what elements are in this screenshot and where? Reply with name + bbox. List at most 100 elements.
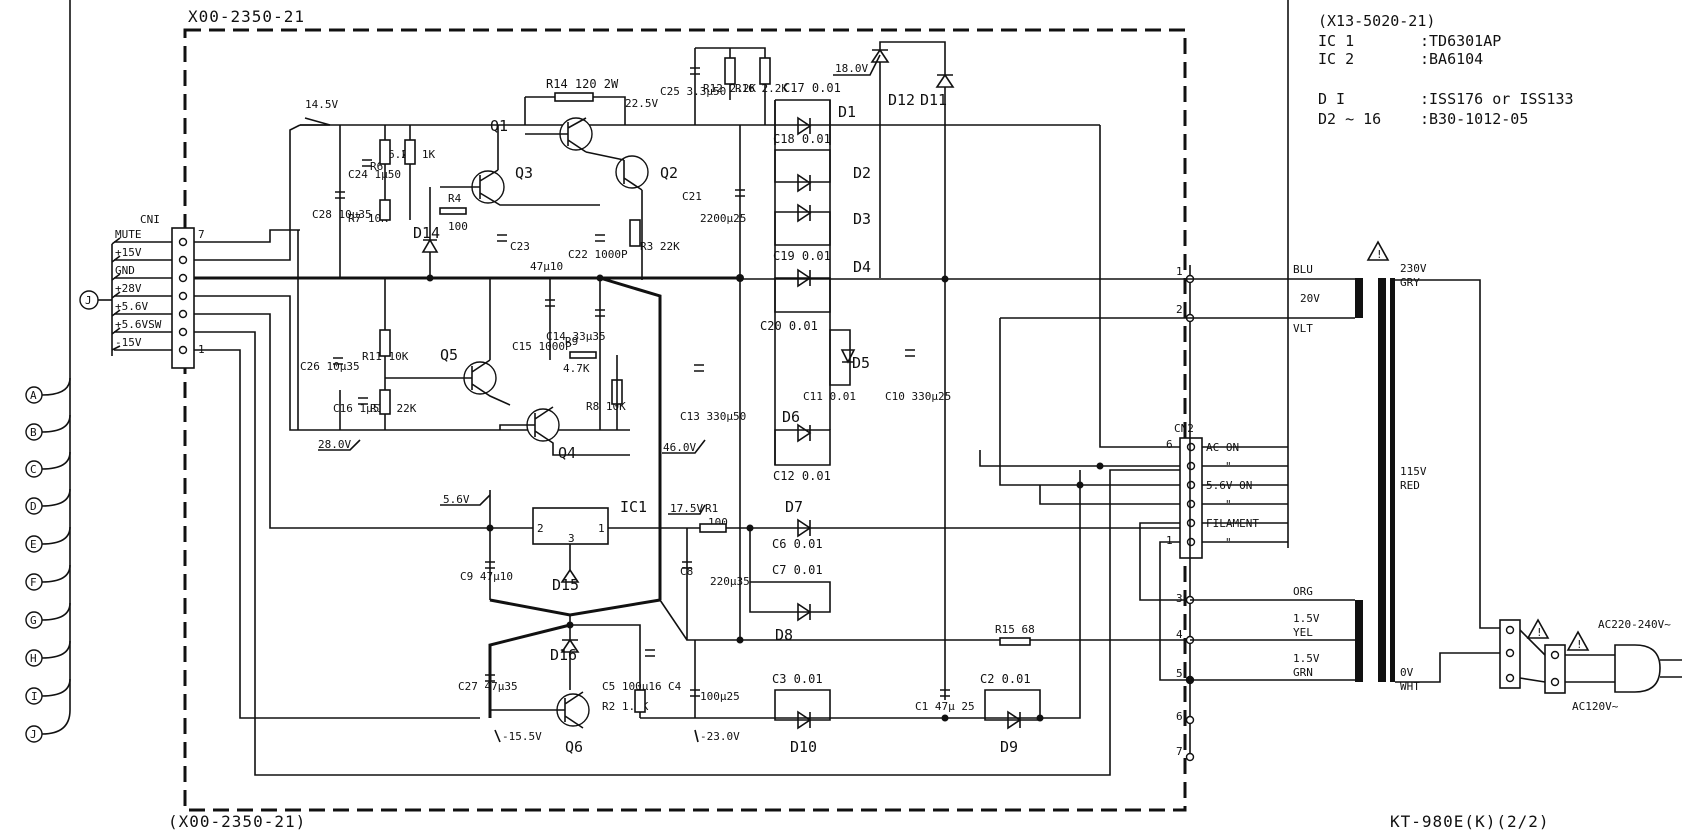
bus-terminal-h: H [25, 640, 71, 667]
junction-dot [1096, 462, 1104, 470]
cn2-pin [1186, 442, 1196, 452]
cn1-pin-top: 7 [198, 228, 205, 241]
plug-leads [1565, 654, 1615, 683]
component-label: R15 68 [995, 623, 1035, 636]
heavy-return [599, 276, 662, 600]
ic1-body [532, 507, 609, 545]
bus-tap [41, 377, 71, 396]
junction-dot [941, 275, 949, 283]
resistor-r7 [379, 199, 391, 221]
warning-mark: ! [1376, 248, 1383, 261]
component-label: 100 [448, 220, 468, 233]
test-point [662, 439, 706, 454]
r14-leads [524, 96, 626, 125]
cn2-label: CN2 [1174, 422, 1194, 435]
mains-high-label: AC220-240V~ [1598, 618, 1671, 631]
voltage-label: 14.5V [305, 98, 338, 111]
diode-label: D3 [853, 210, 871, 228]
bus-terminal-j: J [25, 709, 71, 743]
bus-terminal-d: D [25, 488, 71, 515]
power-transformer: BLU 20V VLT ORG 1.5V YEL 1.5V GRN 230V G… [1293, 240, 1500, 693]
component-label: C12 0.01 [773, 469, 831, 483]
plug-icon [1614, 644, 1661, 693]
voltage-label: 17.5V [670, 502, 703, 515]
primary-label: RED [1400, 479, 1420, 492]
transformer-pin: 3 [1176, 592, 1183, 605]
parts-note-ref: IC 1 [1318, 32, 1354, 50]
capacitor-c25 [690, 67, 700, 75]
bottom-rail [640, 470, 1081, 719]
cn1-pin [178, 345, 188, 355]
parts-note: (X13-5020-21) IC 1 :TD6301AP IC 2 :BA610… [1318, 12, 1574, 128]
resistor-r1 [699, 523, 727, 533]
warning-triangle [1366, 240, 1390, 261]
diode-ladder: C17 0.01 D1 C18 0.01 D2 D3 C19 0.01 D4 C… [740, 81, 1100, 483]
component-label: 4.7K [563, 362, 590, 375]
secondary-label: 20V [1300, 292, 1320, 305]
junction-dot [941, 714, 949, 722]
board-label-top: X00-2350-21 [188, 7, 305, 26]
component-label: C27 47μ35 [458, 680, 518, 693]
voltage-label: -23.0V [700, 730, 740, 743]
resistor-r3 [629, 219, 641, 247]
bus-terminal-f: F [25, 564, 71, 591]
resistor-r12 [724, 57, 736, 85]
component-label: C10 330μ25 [885, 390, 951, 403]
diode-d4 [797, 268, 812, 288]
junction-dot [736, 274, 744, 282]
fuse-terminal [1550, 677, 1560, 687]
bus-letter: G [30, 614, 37, 627]
diode-d6 [797, 423, 812, 443]
diode-label: D10 [790, 738, 817, 756]
d8-branch [749, 528, 831, 613]
diode-label: D15 [552, 576, 579, 594]
diode-d1 [797, 116, 812, 136]
component-label: C6 0.01 [772, 537, 823, 551]
wire-28v [194, 295, 330, 431]
voltage-label: -15.5V [502, 730, 542, 743]
voltage-label: 22.5V [625, 97, 658, 110]
ic1-label: IC1 [620, 498, 647, 516]
bus-tap [41, 488, 71, 507]
bus-letter: D [30, 500, 37, 513]
capacitor-c13 [694, 364, 704, 372]
ic1-pin-label: 1 [598, 522, 605, 535]
c8-leads [659, 528, 740, 641]
secondary-label: 1.5V [1293, 652, 1320, 665]
test-point [318, 439, 361, 451]
mains-low-label: AC120V~ [1572, 700, 1619, 713]
bus-letter: A [30, 389, 37, 402]
secondary-label: 1.5V [1293, 612, 1320, 625]
parts-note-part: :ISS176 or ISS133 [1420, 90, 1574, 108]
cn2-body [1179, 437, 1203, 559]
transformer-pin: 1 [1176, 265, 1183, 278]
cn1-pin-label: +28V [115, 282, 142, 295]
cn1-pin [178, 237, 188, 247]
component-label: R4 [448, 192, 462, 205]
bus-terminal-i: I [25, 678, 71, 705]
q1-terminals [525, 117, 587, 153]
component-label: C24 1μ50 [348, 168, 401, 181]
transformer-pin: 4 [1176, 628, 1183, 641]
capacitor-c28 [335, 191, 345, 199]
cn2-pin [1186, 537, 1196, 547]
d5-branch [829, 329, 851, 386]
transistor-label: Q2 [660, 164, 678, 182]
diode-d10 [797, 710, 812, 730]
parts-note-ref: D I [1318, 90, 1345, 108]
parts-note-part: :BA6104 [1420, 50, 1483, 68]
cn1-wiring [194, 124, 1180, 776]
component-label: C20 0.01 [760, 319, 818, 333]
cn1-pin-label: +5.6VSW [115, 318, 162, 331]
component-label: R14 120 2W [546, 77, 619, 91]
junction-dot [1186, 676, 1194, 684]
diode-label: D8 [775, 626, 793, 644]
primary-label: GRY [1400, 276, 1420, 289]
d11-d12: D12 D11 [870, 41, 955, 700]
secondary-label: YEL [1293, 626, 1313, 639]
component-label: R9 [565, 335, 578, 348]
component-label: C16 1μ50 [333, 402, 386, 415]
bus-terminal-g: G [25, 602, 71, 629]
component-label: R10 22K [370, 402, 417, 415]
